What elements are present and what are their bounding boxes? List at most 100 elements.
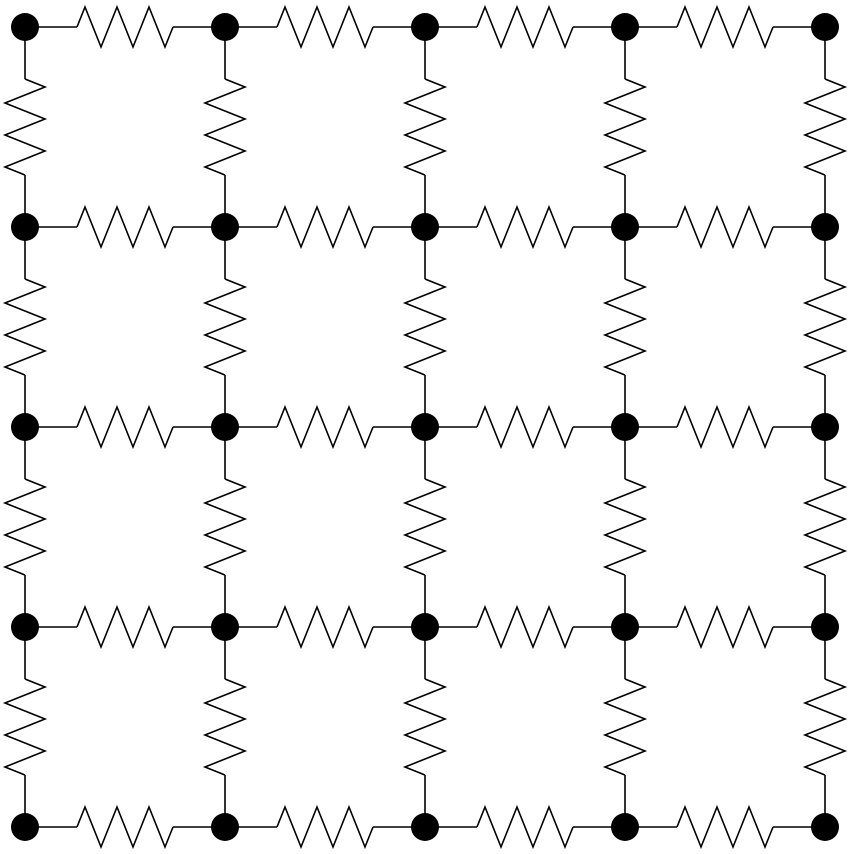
resistor-zigzag (476, 804, 574, 850)
resistor-zigzag (676, 4, 774, 50)
resistor-h-r2-c1 (25, 204, 225, 250)
resistor-zigzag (476, 4, 574, 50)
resistor-v-r4-c2 (202, 627, 248, 827)
node-r3-c3 (411, 413, 439, 441)
node-r1-c2 (211, 13, 239, 41)
node-r2-c1 (11, 213, 39, 241)
resistor-v-r2-c4 (602, 227, 648, 427)
resistor-zigzag (476, 604, 574, 650)
resistor-zigzag (676, 404, 774, 450)
resistor-v-r1-c3 (402, 27, 448, 227)
resistor-zigzag (2, 678, 48, 776)
resistor-zigzag (202, 278, 248, 376)
resistor-zigzag (602, 678, 648, 776)
resistor-v-r3-c4 (602, 427, 648, 627)
resistor-v-r1-c2 (202, 27, 248, 227)
resistor-zigzag (202, 78, 248, 176)
node-r4-c5 (811, 613, 839, 641)
resistor-zigzag (76, 204, 174, 250)
resistor-zigzag (276, 404, 374, 450)
resistor-zigzag (2, 78, 48, 176)
resistor-zigzag (202, 678, 248, 776)
resistor-zigzag (802, 678, 848, 776)
node-r3-c2 (211, 413, 239, 441)
resistor-h-r1-c3 (425, 4, 625, 50)
node-r4-c1 (11, 613, 39, 641)
resistor-h-r5-c4 (625, 804, 825, 850)
resistor-zigzag (802, 278, 848, 376)
resistor-zigzag (76, 604, 174, 650)
resistor-zigzag (276, 804, 374, 850)
resistor-h-r3-c1 (25, 404, 225, 450)
resistor-zigzag (402, 78, 448, 176)
resistor-v-r1-c5 (802, 27, 848, 227)
node-r1-c5 (811, 13, 839, 41)
resistor-zigzag (676, 204, 774, 250)
resistor-h-r3-c4 (625, 404, 825, 450)
resistor-h-r5-c2 (225, 804, 425, 850)
resistor-v-r3-c1 (2, 427, 48, 627)
resistor-v-r2-c2 (202, 227, 248, 427)
resistor-zigzag (76, 804, 174, 850)
resistor-h-r1-c1 (25, 4, 225, 50)
node-r5-c4 (611, 813, 639, 841)
node-r2-c3 (411, 213, 439, 241)
resistor-zigzag (602, 78, 648, 176)
resistor-v-r1-c4 (602, 27, 648, 227)
resistor-h-r4-c4 (625, 604, 825, 650)
node-r4-c3 (411, 613, 439, 641)
resistor-zigzag (476, 404, 574, 450)
resistor-v-r2-c3 (402, 227, 448, 427)
node-r2-c5 (811, 213, 839, 241)
resistor-zigzag (276, 4, 374, 50)
resistor-zigzag (276, 204, 374, 250)
node-r2-c2 (211, 213, 239, 241)
node-r5-c5 (811, 813, 839, 841)
resistor-zigzag (476, 204, 574, 250)
node-r4-c4 (611, 613, 639, 641)
resistor-v-r2-c1 (2, 227, 48, 427)
resistor-v-r3-c3 (402, 427, 448, 627)
resistor-zigzag (276, 604, 374, 650)
node-r5-c1 (11, 813, 39, 841)
resistor-h-r3-c2 (225, 404, 425, 450)
resistor-h-r2-c4 (625, 204, 825, 250)
resistor-v-r2-c5 (802, 227, 848, 427)
resistor-h-r2-c3 (425, 204, 625, 250)
node-r5-c2 (211, 813, 239, 841)
resistor-h-r5-c3 (425, 804, 625, 850)
node-r3-c4 (611, 413, 639, 441)
resistor-h-r4-c3 (425, 604, 625, 650)
lattice-nodes (11, 13, 839, 841)
resistor-h-r1-c2 (225, 4, 425, 50)
resistor-zigzag (602, 278, 648, 376)
resistor-v-r3-c5 (802, 427, 848, 627)
resistor-v-r1-c1 (2, 27, 48, 227)
resistor-zigzag (602, 478, 648, 576)
resistor-h-r1-c4 (625, 4, 825, 50)
resistor-v-r4-c3 (402, 627, 448, 827)
resistor-v-r3-c2 (202, 427, 248, 627)
resistor-v-r4-c1 (2, 627, 48, 827)
resistor-v-r4-c4 (602, 627, 648, 827)
resistor-zigzag (802, 78, 848, 176)
node-r3-c1 (11, 413, 39, 441)
resistor-h-r5-c1 (25, 804, 225, 850)
resistor-zigzag (402, 478, 448, 576)
resistor-zigzag (402, 278, 448, 376)
resistor-zigzag (76, 4, 174, 50)
node-r1-c4 (611, 13, 639, 41)
resistor-zigzag (402, 678, 448, 776)
resistor-h-r4-c2 (225, 604, 425, 650)
node-r5-c3 (411, 813, 439, 841)
resistor-v-r4-c5 (802, 627, 848, 827)
resistor-zigzag (2, 278, 48, 376)
resistor-zigzag (76, 404, 174, 450)
node-r3-c5 (811, 413, 839, 441)
node-r4-c2 (211, 613, 239, 641)
resistor-zigzag (802, 478, 848, 576)
resistor-h-r4-c1 (25, 604, 225, 650)
resistor-h-r3-c3 (425, 404, 625, 450)
node-r2-c4 (611, 213, 639, 241)
